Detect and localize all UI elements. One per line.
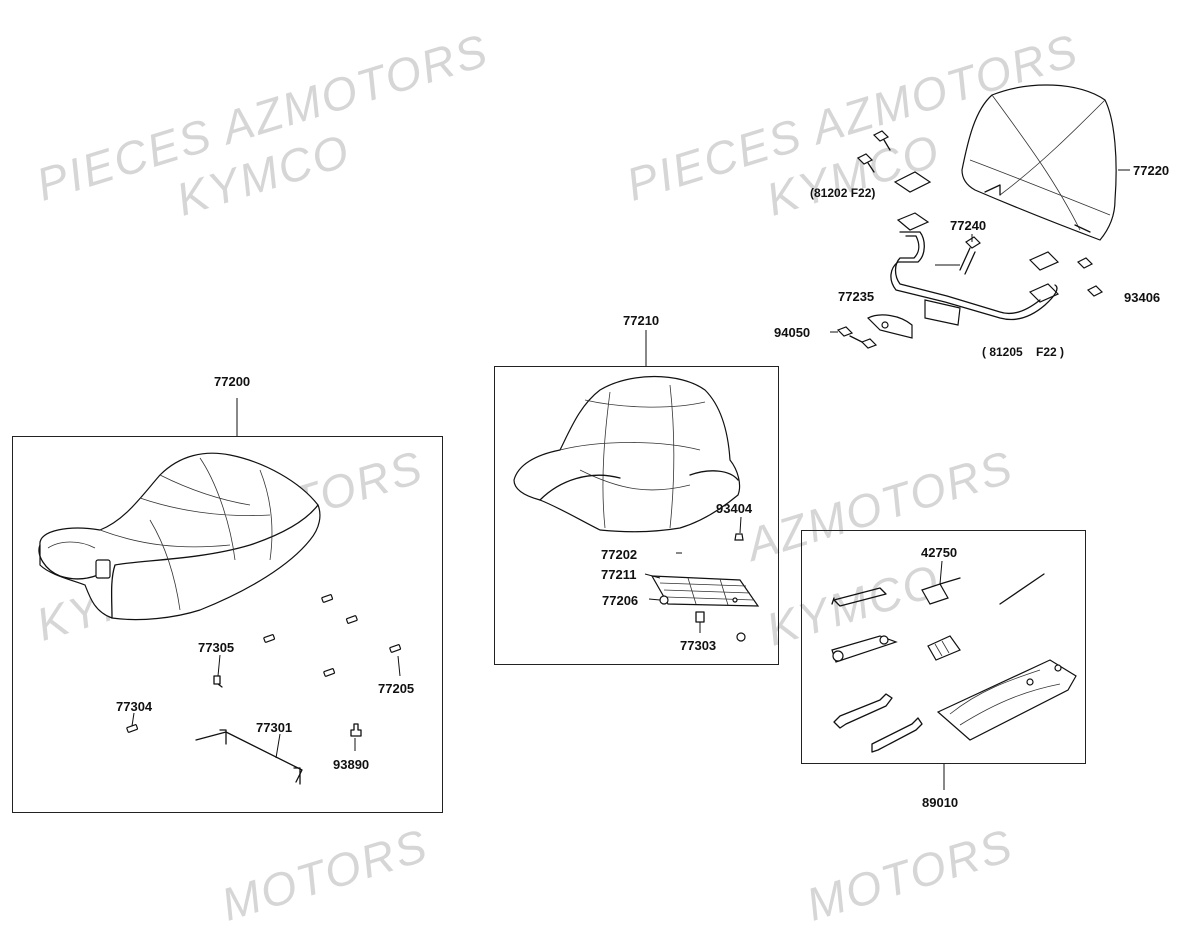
drawing-layer xyxy=(38,84,1130,790)
backrest-drawing xyxy=(961,84,1117,241)
part-number-77210: 77210 xyxy=(623,313,660,328)
part-number-94050: 94050 xyxy=(774,325,811,340)
part-number-93406: 93406 xyxy=(1124,290,1161,305)
part-number-77303: 77303 xyxy=(680,638,717,653)
part-number-77206: 77206 xyxy=(602,593,639,608)
part-number-77202: 77202 xyxy=(601,547,638,562)
part-number-77205: 77205 xyxy=(378,681,415,696)
part-number-77305: 77305 xyxy=(198,640,235,655)
seat-frame xyxy=(12,436,443,813)
part-number-77211: 77211 xyxy=(601,567,637,582)
part-number-81202: (81202 F22) xyxy=(810,186,876,200)
part-number-81205: ( 81205 F22 ) xyxy=(982,345,1065,359)
parts-diagram: PIECES AZMOTORS KYMCO PIECES AZMOTORS KY… xyxy=(12,24,1170,931)
part-number-77220: 77220 xyxy=(1133,163,1170,178)
part-number-77200: 77200 xyxy=(214,374,251,389)
backrest-hardware-drawing xyxy=(856,130,1104,303)
rear-seat-frame xyxy=(494,366,779,665)
seat-plate-drawing xyxy=(650,533,760,642)
part-number-42750: 42750 xyxy=(921,545,958,560)
clip-parts xyxy=(126,594,402,737)
backrest-bracket-drawing xyxy=(836,231,1058,349)
part-number-77235: 77235 xyxy=(838,289,875,304)
main-seat-drawing xyxy=(38,452,321,621)
part-number-93890: 93890 xyxy=(333,757,370,772)
part-number-77240: 77240 xyxy=(950,218,987,233)
part-number-89010: 89010 xyxy=(922,795,959,810)
tool-kit-frame xyxy=(801,530,1086,764)
tool-kit-drawing xyxy=(831,573,1077,753)
rod-bracket-drawing xyxy=(195,729,303,785)
part-number-93404: 93404 xyxy=(716,501,753,516)
part-number-77304: 77304 xyxy=(116,699,153,714)
part-number-77301: 77301 xyxy=(256,720,293,735)
rear-seat-drawing xyxy=(513,376,741,533)
